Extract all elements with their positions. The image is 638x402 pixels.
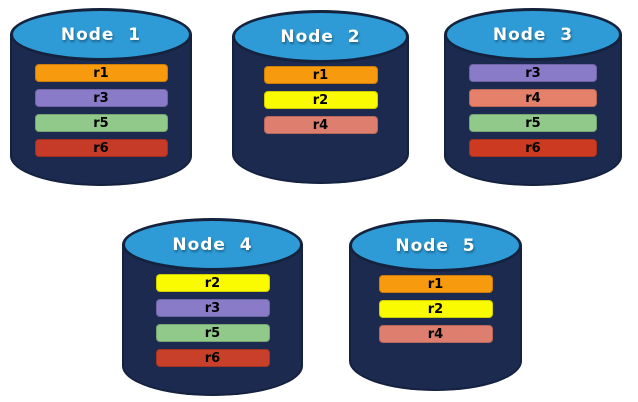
replica-bar-r5: r5: [155, 324, 270, 342]
node-cylinder: r1 r3 r5 r6 Node 1: [10, 8, 192, 186]
replica-list: r1 r3 r5 r6: [10, 64, 192, 164]
node-cylinder: r1 r2 r4 Node 5: [349, 219, 522, 391]
node-cylinder: r2 r3 r5 r6 Node 4: [122, 218, 303, 396]
replica-list: r1 r2 r4: [349, 275, 522, 350]
replica-bar-r3: r3: [155, 299, 270, 317]
replica-bar-r3: r3: [34, 89, 168, 107]
replica-bar-r5: r5: [469, 114, 597, 132]
replica-bar-r6: r6: [469, 139, 597, 157]
replica-bar-r1: r1: [378, 275, 493, 293]
replica-bar-r4: r4: [263, 116, 378, 134]
node-cylinder: r3 r4 r5 r6 Node 3: [444, 8, 622, 186]
replica-bar-r3: r3: [469, 64, 597, 82]
replica-bar-r2: r2: [378, 300, 493, 318]
node-label: Node 4: [172, 234, 253, 255]
replica-list: r3 r4 r5 r6: [444, 64, 622, 164]
node-cylinder: r1 r2 r4 Node 2: [232, 10, 409, 184]
replica-list: r1 r2 r4: [232, 66, 409, 141]
cylinder-top: Node 5: [349, 219, 522, 272]
cylinder-top: Node 4: [122, 218, 303, 271]
replica-bar-r4: r4: [469, 89, 597, 107]
node-label: Node 1: [60, 24, 142, 45]
replica-bar-r1: r1: [263, 66, 378, 84]
replica-bar-r6: r6: [34, 139, 168, 157]
node-label: Node 5: [395, 235, 476, 256]
replica-bar-r4: r4: [378, 325, 493, 343]
replica-bar-r6: r6: [155, 349, 270, 367]
replica-bar-r1: r1: [34, 64, 168, 82]
node-label: Node 3: [492, 24, 574, 45]
cylinder-top: Node 3: [444, 8, 622, 61]
cylinder-top: Node 1: [10, 8, 192, 61]
replica-list: r2 r3 r5 r6: [122, 274, 303, 374]
replica-bar-r5: r5: [34, 114, 168, 132]
replica-bar-r2: r2: [155, 274, 270, 292]
cylinder-top: Node 2: [232, 10, 409, 63]
replica-bar-r2: r2: [263, 91, 378, 109]
node-label: Node 2: [280, 26, 361, 47]
